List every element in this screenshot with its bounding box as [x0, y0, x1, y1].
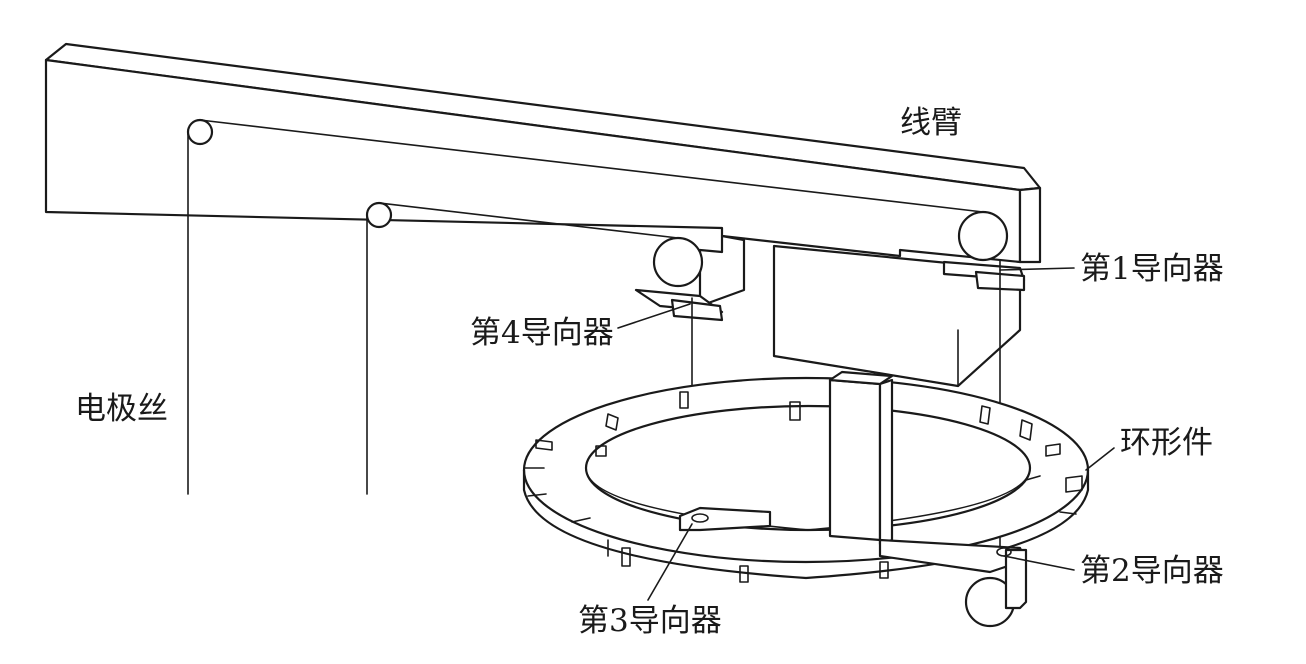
- label-guide-1: 第1导向器: [1080, 251, 1224, 287]
- label-electrode-wire: 电极丝: [75, 391, 168, 427]
- guide-3-plate: [678, 506, 772, 532]
- left-bracket: [634, 234, 746, 322]
- pulleys: [186, 118, 1016, 628]
- wire-arm: [44, 42, 1042, 264]
- label-wire-arm: 线臂: [900, 105, 962, 141]
- guide-2-arm: [878, 538, 1028, 610]
- label-ring-part: 环形件: [1120, 425, 1213, 461]
- label-guide-4: 第4导向器: [470, 315, 614, 351]
- leader-lines: [617, 267, 1115, 601]
- support-post: [828, 370, 894, 546]
- label-guide-3: 第3导向器: [578, 603, 722, 639]
- ring-part: [522, 376, 1090, 583]
- label-guide-2: 第2导向器: [1080, 553, 1224, 589]
